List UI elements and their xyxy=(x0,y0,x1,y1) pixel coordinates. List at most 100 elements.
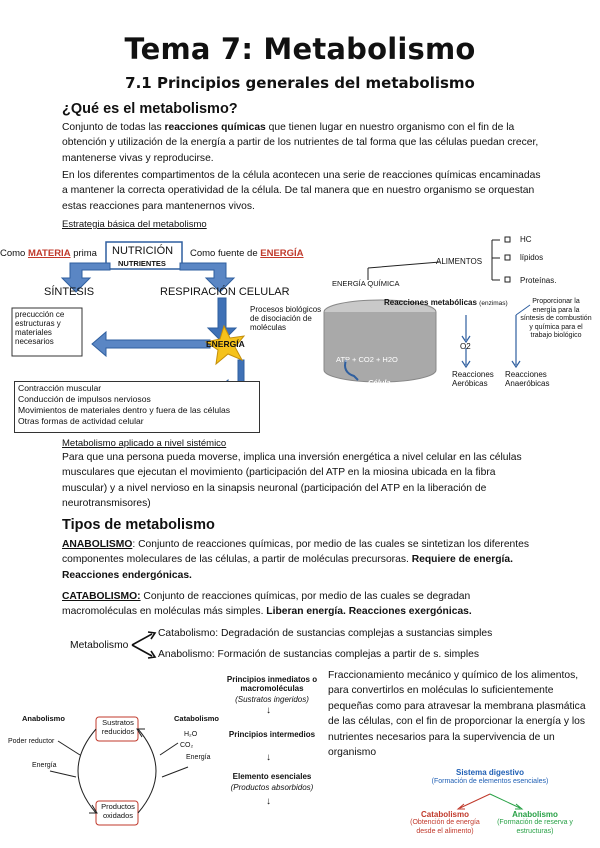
procesos-description: Procesos biológicos de disociación de mo… xyxy=(250,305,322,332)
atp-label: ATP + CO2 + H2O xyxy=(336,355,398,364)
anab-bold: Requiere de energía. Reacciones endergón… xyxy=(62,554,513,581)
energia-star-icon xyxy=(204,324,246,366)
reacciones-text: Reacciones metabólicas xyxy=(384,298,477,307)
flow-arrow-icon: ↓ xyxy=(266,752,271,763)
system-anab-sub: (Formación de reserva y estructuras) xyxy=(497,819,573,835)
energia-label: Como fuente de ENERGÍA xyxy=(190,248,304,259)
use-item: Otras formas de actividad celular xyxy=(18,416,144,426)
strategy-label: Estrategia básica del metabolismo xyxy=(62,219,207,230)
intro-paragraph-2: En los diferentes compartimentos de la c… xyxy=(62,170,541,212)
poder-reductor: Poder reductor xyxy=(8,738,55,745)
nutricion-box xyxy=(105,241,183,270)
intro-text: Conjunto de todas las xyxy=(62,122,165,133)
flow-intermedios: Principios intermedios xyxy=(228,730,316,739)
anab-label: ANABOLISMO xyxy=(62,539,133,550)
lipidos-label: lípidos xyxy=(520,253,544,262)
use-item: Movimientos de materiales dentro y fuera… xyxy=(18,405,231,415)
energia-left: Energía xyxy=(32,762,57,769)
anabolismo-definition: Anabolismo: Formación de sustancias comp… xyxy=(158,649,480,660)
checkbox-icon xyxy=(504,254,511,261)
sustratos-label: Sustratos reducidos xyxy=(101,718,135,736)
energia-right: Energía xyxy=(186,754,211,761)
intro-bold: reacciones químicas xyxy=(164,122,266,133)
cell-body xyxy=(323,312,437,383)
right-arc xyxy=(137,728,157,814)
branch-arrows xyxy=(131,631,157,659)
productos-label: Productos oxidados xyxy=(101,802,135,820)
materia-word: MATERIA xyxy=(27,248,71,259)
nutricion-label: NUTRICIÓN xyxy=(112,245,174,257)
catab-label: CATABOLISMO: xyxy=(62,591,141,602)
systemic-label: Metabolismo aplicado a nivel sistémico xyxy=(62,438,227,449)
intro-text-cont: que tienen lugar en nuestro organismo co… xyxy=(62,122,539,164)
sintesis-description: precucción ce estructuras y materiales n… xyxy=(15,310,65,346)
atp-arrow xyxy=(344,359,359,381)
page-subtitle: 7.1 Principios generales del metabolismo xyxy=(125,74,475,92)
aerobicas-label: Reacciones Aeróbicas xyxy=(452,370,494,388)
arrow-energia-to-sintesis xyxy=(91,330,211,358)
sintesis-box xyxy=(11,307,83,357)
flow-principios: Principios inmediatos o macromoléculas xyxy=(226,675,318,693)
reacciones-label: Reacciones metabólicas (enzimas) xyxy=(384,298,508,308)
down-arrow-o2 xyxy=(461,315,471,344)
catabolismo-paragraph: CATABOLISMO: Conjunto de reacciones quím… xyxy=(62,589,544,620)
catab-text: Conjunto de reacciones químicas, por med… xyxy=(62,591,471,618)
systemic-text: Para que una persona pueda moverse, impl… xyxy=(62,452,522,510)
system-catab-sub: (Obtención de energía desde el alimento) xyxy=(410,819,480,835)
energia-quimica-label: ENERGÍA QUÍMICA xyxy=(332,279,400,288)
connector-line xyxy=(515,304,531,316)
materia-label: Como MATERIA prima xyxy=(0,248,97,259)
sintesis-label: SÍNTESIS xyxy=(44,286,95,298)
flow-arrow-icon: ↓ xyxy=(266,796,271,807)
arrow-to-respiracion xyxy=(179,262,236,293)
anabolismo-paragraph: ANABOLISMO: Conjunto de reacciones quími… xyxy=(62,537,544,583)
flow-elemento: Elemento esenciales xyxy=(232,772,312,781)
anab-text: : Conjunto de reacciones químicas, por m… xyxy=(62,539,530,566)
metabolismo-label: Metabolismo xyxy=(70,640,129,651)
alimentos-line xyxy=(367,261,441,280)
anaerobicas-label: Reacciones Anaeróbicas xyxy=(505,370,550,388)
cycle-diagram xyxy=(49,716,189,826)
proporcionar-text: Proporcionar la energía para la síntesis… xyxy=(520,298,592,339)
cycle-catabolismo: Catabolismo xyxy=(174,714,220,723)
system-catabolismo: Catabolismo xyxy=(420,810,469,819)
flow-arrow-icon: ↓ xyxy=(266,705,271,716)
checkbox-icon xyxy=(504,276,511,283)
arrow-to-sintesis xyxy=(60,262,111,293)
respiracion-label: RESPIRACIÓN CELULAR xyxy=(160,286,290,298)
cell-diagram xyxy=(323,236,531,383)
system-anabolismo: Anabolismo xyxy=(512,810,558,819)
down-arrow-anaerobic xyxy=(511,315,521,369)
use-item: Conducción de impulsos nerviosos xyxy=(18,394,151,404)
co2-label: CO₂ xyxy=(180,742,194,749)
h2o-label: H₂O xyxy=(184,731,198,738)
alimentos-label: ALIMENTOS xyxy=(436,257,483,266)
materia-pre: Como xyxy=(0,248,28,259)
energia-pre: Como fuente de xyxy=(190,248,261,259)
catab-bold: Liberan energía. Reacciones exergónicas. xyxy=(266,606,472,618)
left-arc xyxy=(77,728,97,814)
celula-label: Célula xyxy=(368,378,391,387)
nutrientes-label: NUTRIENTES xyxy=(118,259,166,268)
section-heading-que-es: ¿Qué es el metabolismo? xyxy=(62,101,238,117)
use-item: Contracción muscular xyxy=(18,383,102,393)
proteinas-label: Proteínas. xyxy=(520,276,557,285)
system-arrows xyxy=(456,793,524,810)
catabolismo-definition: Catabolismo: Degradación de sustancias c… xyxy=(158,628,493,639)
system-sub: (Formación de elementos esenciales) xyxy=(431,778,549,785)
page-title: Tema 7: Metabolismo xyxy=(124,32,476,66)
enzimas-text: (enzimas) xyxy=(479,300,508,307)
checkbox-icon xyxy=(504,236,511,243)
materia-post: prima xyxy=(70,248,97,259)
bracket-line xyxy=(491,239,500,281)
down-arrow-aerobic xyxy=(461,348,471,369)
uses-box: Contracción muscular Conducción de impul… xyxy=(14,381,260,433)
system-title: Sistema digestivo xyxy=(455,768,525,777)
flow-absorbidos: (Productos absorbidos) xyxy=(230,783,314,792)
o2-label: O2 xyxy=(460,342,471,351)
star-label: ENERGÍA xyxy=(206,339,245,349)
flow-sustratos: (Sustratos ingeridos) xyxy=(235,695,309,704)
cycle-anabolismo: Anabolismo xyxy=(22,714,65,723)
types-heading: Tipos de metabolismo xyxy=(62,517,215,533)
intro-paragraph-1: Conjunto de todas las reacciones química… xyxy=(62,120,542,166)
